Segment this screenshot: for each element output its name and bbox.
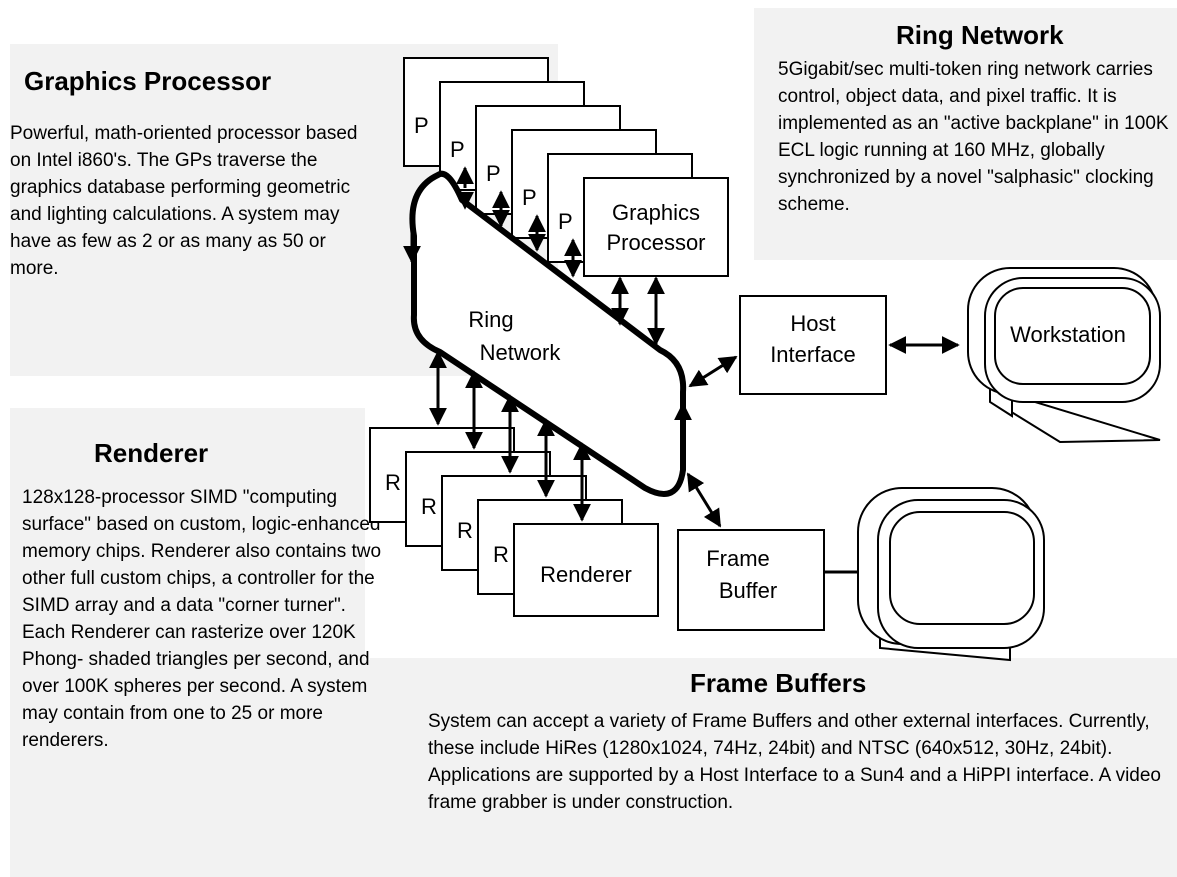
svg-text:Workstation: Workstation bbox=[1010, 322, 1126, 347]
host-interface: Host Interface bbox=[688, 295, 960, 395]
svg-text:P: P bbox=[486, 161, 501, 186]
svg-text:Renderer: Renderer bbox=[540, 562, 632, 587]
renderer-description: 128x128-processor SIMD "computing surfac… bbox=[22, 487, 382, 751]
svg-text:P: P bbox=[522, 185, 537, 210]
gp-ring-arrows bbox=[456, 166, 665, 346]
svg-text:Buffer: Buffer bbox=[719, 578, 777, 603]
svg-text:Frame: Frame bbox=[706, 546, 770, 571]
svg-text:Host: Host bbox=[790, 311, 835, 336]
svg-text:Interface: Interface bbox=[770, 342, 856, 367]
workstation-screen bbox=[994, 287, 1151, 385]
ring-network-panel bbox=[754, 8, 1177, 260]
frame-buffer: Frame Buffer bbox=[677, 472, 878, 631]
frame-buffers-description: System can accept a variety of Frame Buf… bbox=[428, 711, 1162, 813]
svg-text:R: R bbox=[493, 542, 509, 567]
frame-buffer-monitor bbox=[857, 487, 1045, 662]
svg-text:P: P bbox=[558, 209, 573, 234]
svg-text:Graphics: Graphics bbox=[612, 200, 700, 225]
svg-text:Processor: Processor bbox=[606, 230, 705, 255]
svg-text:P: P bbox=[450, 137, 465, 162]
renderer-stack: R R R R Renderer bbox=[369, 427, 659, 617]
frame-buffers-panel-top bbox=[370, 658, 1177, 698]
svg-text:Network: Network bbox=[480, 340, 562, 365]
renderer-ring-arrows bbox=[429, 350, 591, 522]
svg-text:Ring: Ring bbox=[468, 307, 513, 332]
svg-text:P: P bbox=[414, 113, 429, 138]
graphics-processor-stack: G P G P G P G P G P Graphics Processor bbox=[403, 57, 729, 277]
graphics-processor-title: Graphics Processor bbox=[24, 66, 272, 96]
gp-card-front: Graphics Processor bbox=[583, 177, 729, 277]
renderer-card-front: Renderer bbox=[513, 523, 659, 617]
ring-network-title: Ring Network bbox=[896, 20, 1064, 50]
svg-text:R: R bbox=[457, 518, 473, 543]
frame-buffers-title: Frame Buffers bbox=[690, 668, 867, 698]
ring-network-description: 5Gigabit/sec multi-token ring network ca… bbox=[778, 59, 1169, 215]
graphics-processor-description: Powerful, math-oriented processor based … bbox=[10, 123, 358, 279]
renderer-title: Renderer bbox=[94, 438, 209, 468]
svg-text:R: R bbox=[421, 494, 437, 519]
workstation: Workstation bbox=[967, 267, 1161, 444]
svg-text:R: R bbox=[385, 470, 401, 495]
